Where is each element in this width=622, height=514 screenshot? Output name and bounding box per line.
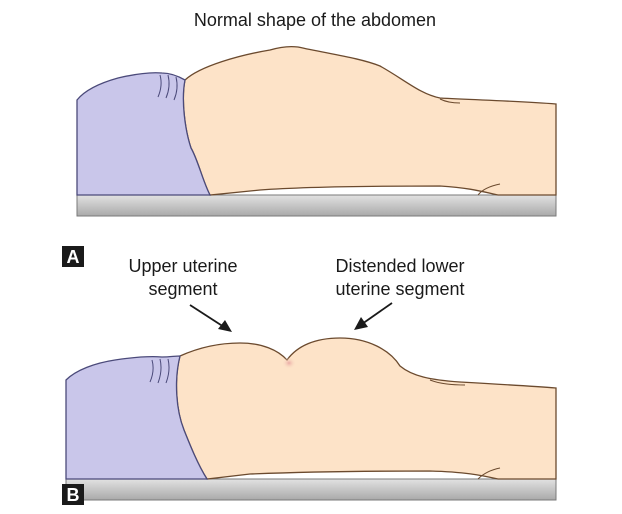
panel-a-letter-badge: [62, 246, 84, 267]
panel-a-title: Normal shape of the abdomen: [194, 10, 436, 30]
label-upper-uterine-line2: segment: [148, 279, 217, 299]
body-a: [182, 45, 557, 196]
panel-a-letter: A: [67, 247, 80, 267]
table-a: [76, 194, 557, 217]
cloth-a: [76, 72, 212, 196]
label-upper-uterine-line1: Upper uterine: [128, 256, 237, 276]
label-distended-lower-line1: Distended lower: [335, 256, 464, 276]
arrow-upper-segment: [189, 304, 232, 332]
panel-a: Normal shape of the abdomen A: [62, 10, 557, 267]
panel-b: Upper uterine segment Distended lower ut…: [62, 256, 557, 505]
label-distended-lower-line2: uterine segment: [335, 279, 464, 299]
arrow-lower-segment: [354, 302, 393, 330]
panel-b-letter-badge: [62, 484, 84, 505]
panel-b-letter: B: [67, 485, 80, 505]
cloth-b: [65, 355, 209, 480]
table-b: [65, 478, 557, 501]
body-b: [175, 337, 557, 480]
